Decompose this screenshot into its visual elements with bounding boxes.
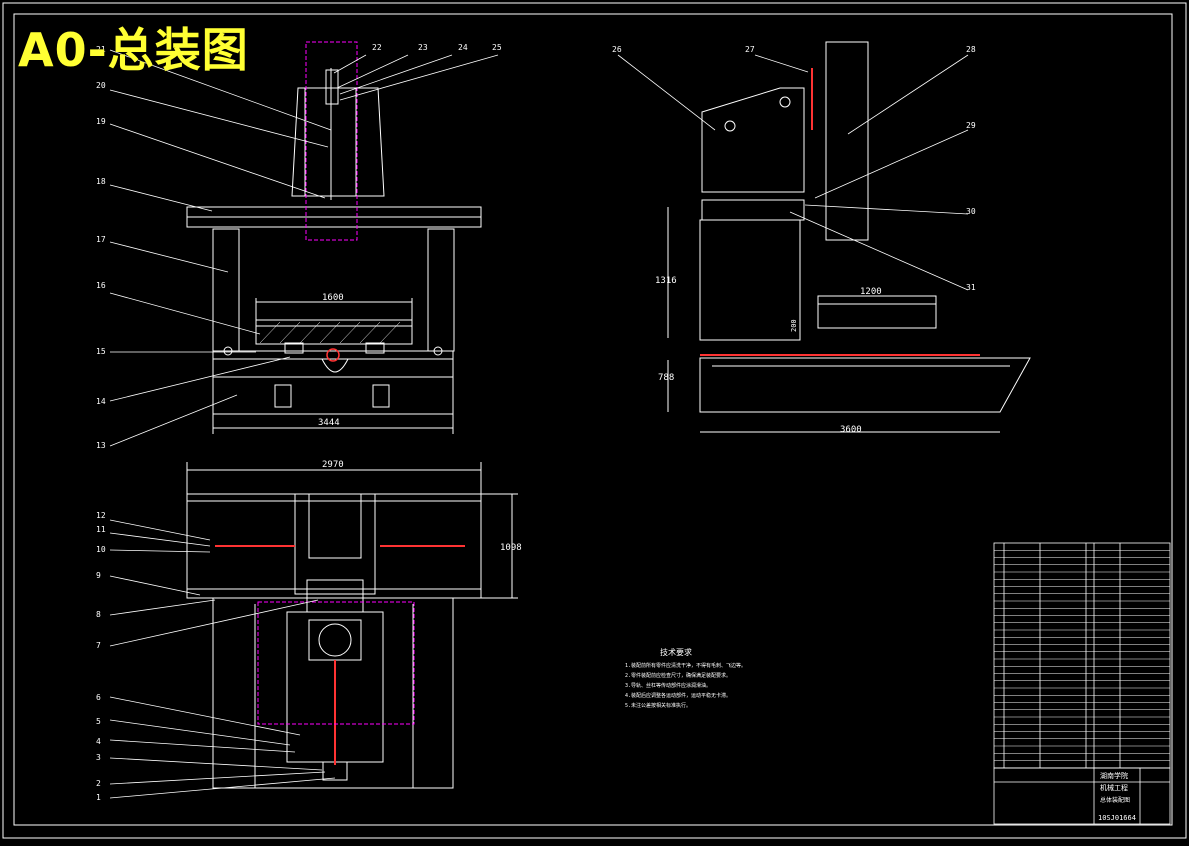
side-leaders bbox=[617, 54, 969, 291]
callout-8: 8 bbox=[96, 610, 101, 619]
drawing-title: A0-总装图 bbox=[18, 23, 249, 77]
parts-list-rows bbox=[994, 550, 1170, 768]
ballscrew-front bbox=[326, 348, 340, 362]
nut-front-right bbox=[365, 342, 385, 354]
callout-11: 11 bbox=[96, 525, 106, 534]
notes-line: 2.零件装配前应检查尺寸，确保满足装配要求。 bbox=[625, 672, 731, 679]
callout-6: 6 bbox=[96, 693, 101, 702]
nut-front-left bbox=[284, 342, 304, 354]
dim-overall-width: 2970 bbox=[322, 460, 344, 470]
dim-height-lower: 788 bbox=[658, 373, 674, 383]
top-view bbox=[186, 462, 518, 789]
callout-13: 13 bbox=[96, 441, 106, 450]
callout-21: 21 bbox=[96, 45, 106, 54]
front-leaders bbox=[109, 49, 499, 447]
notes-heading: 技术要求 bbox=[660, 647, 692, 657]
callout-17: 17 bbox=[96, 235, 106, 244]
callout-26: 26 bbox=[612, 45, 622, 54]
callout-1: 1 bbox=[96, 793, 101, 802]
callout-16: 16 bbox=[96, 281, 106, 290]
callout-25: 25 bbox=[492, 43, 502, 52]
callout-4: 4 bbox=[96, 737, 101, 746]
top-leaders bbox=[109, 519, 336, 799]
callout-30: 30 bbox=[966, 207, 976, 216]
title-block-dept: 机械工程 bbox=[1100, 783, 1128, 792]
callout-19: 19 bbox=[96, 117, 106, 126]
notes-line: 4.装配后应调整各运动部件，运动平稳无卡滞。 bbox=[625, 692, 731, 699]
callout-31: 31 bbox=[966, 283, 976, 292]
dim-length: 3600 bbox=[840, 425, 862, 435]
dim-table-length: 1200 bbox=[860, 287, 882, 297]
callout-23: 23 bbox=[418, 43, 428, 52]
inner-frame bbox=[13, 13, 1173, 826]
callout-10: 10 bbox=[96, 545, 106, 554]
dim-height-upper: 1316 bbox=[655, 276, 677, 286]
callout-20: 20 bbox=[96, 81, 106, 90]
callout-22: 22 bbox=[372, 43, 382, 52]
dim-table-height: 200 bbox=[790, 319, 798, 332]
callout-27: 27 bbox=[745, 45, 755, 54]
dim-depth: 1098 bbox=[500, 543, 522, 553]
notes-line: 1.装配前所有零件应清洗干净，不得有毛刺、飞边等。 bbox=[625, 662, 746, 669]
dim-table-width: 1600 bbox=[322, 293, 344, 303]
top-hidden-outline bbox=[257, 601, 415, 725]
notes-line: 3.导轨、丝杠等传动部件应涂润滑油。 bbox=[625, 682, 711, 689]
callout-18: 18 bbox=[96, 177, 106, 186]
parts-list-table bbox=[993, 542, 1171, 825]
dim-base-width: 3444 bbox=[318, 418, 340, 428]
notes-line: 5.未注公差按相关标准执行。 bbox=[625, 702, 691, 709]
callout-14: 14 bbox=[96, 397, 106, 406]
callout-9: 9 bbox=[96, 571, 101, 580]
motor-front bbox=[325, 69, 339, 105]
callout-28: 28 bbox=[966, 45, 976, 54]
side-view bbox=[667, 41, 1031, 433]
title-block-drawing-no: 10SJ01664 bbox=[1098, 814, 1136, 822]
callout-12: 12 bbox=[96, 511, 106, 520]
callout-3: 3 bbox=[96, 753, 101, 762]
callout-2: 2 bbox=[96, 779, 101, 788]
callout-7: 7 bbox=[96, 641, 101, 650]
callout-5: 5 bbox=[96, 717, 101, 726]
title-block-school: 湖南学院 bbox=[1100, 771, 1128, 780]
callout-15: 15 bbox=[96, 347, 106, 356]
callout-29: 29 bbox=[966, 121, 976, 130]
callout-24: 24 bbox=[458, 43, 468, 52]
front-view bbox=[186, 87, 482, 434]
title-block-drawing-name: 总体装配图 bbox=[1100, 796, 1130, 804]
